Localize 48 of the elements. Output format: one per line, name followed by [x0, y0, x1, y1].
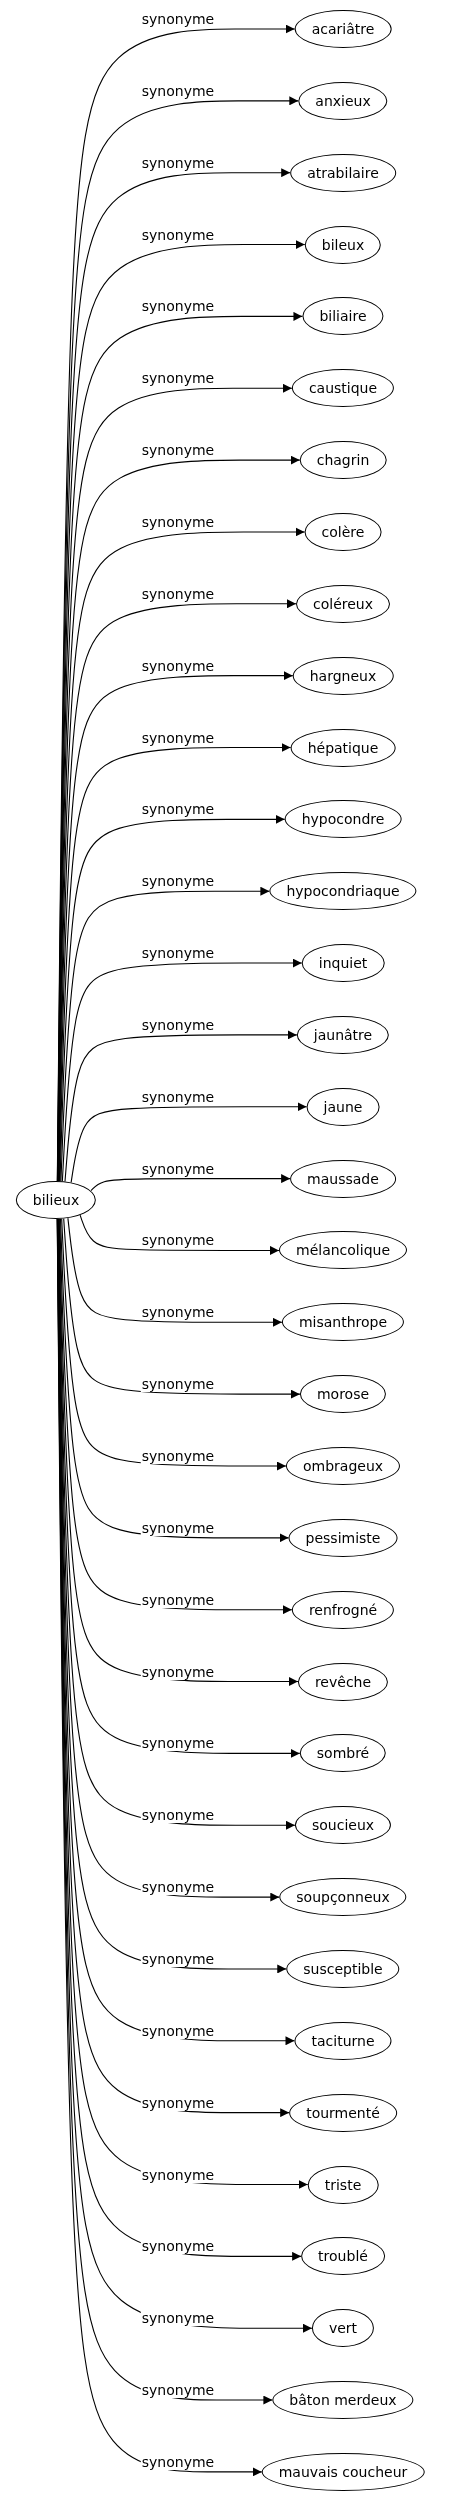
synonym-ellipse: jaune [306, 1087, 380, 1126]
synonym-ellipse: anxieux [298, 81, 388, 120]
arrow [59, 814, 286, 1182]
synonym-ellipse: hargneux [292, 656, 394, 695]
synonym-ellipse: caustique [291, 369, 395, 408]
synonym-ellipse: renfrogné [291, 1590, 395, 1629]
synonym-ellipse: colère [304, 512, 382, 551]
synonym-ellipse: mauvais coucheur [261, 2452, 425, 2491]
synonym-ellipse: misanthrope [281, 1303, 405, 1342]
synonym-ellipse: sombré [299, 1734, 387, 1773]
arrow [90, 1174, 291, 1192]
arrow [60, 886, 270, 1182]
synonym-ellipse: coléreux [296, 584, 390, 623]
synonym-ellipse: vert [311, 2309, 375, 2348]
synonym-ellipse: susceptible [286, 1949, 400, 1988]
synonym-ellipse: pessimiste [288, 1518, 398, 1557]
synonym-ellipse: maussade [290, 1159, 396, 1198]
synonym-ellipse: atrabilaire [290, 153, 396, 192]
edge-label: synonyme [140, 2310, 216, 2327]
arrow [63, 1218, 301, 1399]
synonym-ellipse: triste [307, 2165, 379, 2204]
synonym-ellipse: soucieux [294, 1806, 392, 1845]
synonym-ellipse: hypocondriaque [269, 872, 417, 911]
source-word-ellipse: bilieux [15, 1181, 97, 1219]
synonym-ellipse: revêche [297, 1662, 389, 1701]
arrow [61, 958, 303, 1182]
arrow [67, 1217, 283, 1327]
synonym-ellipse: hépatique [290, 728, 396, 767]
synonym-ellipse: morose [299, 1375, 387, 1414]
synonym-ellipse: tourmenté [289, 2093, 397, 2132]
synonym-ellipse: ombrageux [285, 1447, 401, 1485]
synonym-ellipse: soupçonneux [279, 1878, 407, 1917]
arrow [70, 1102, 308, 1183]
synonym-ellipse: taciturne [294, 2021, 392, 2060]
synonym-ellipse: biliaire [302, 297, 384, 336]
synonym-ellipse: bâton merdeux [272, 2381, 414, 2420]
arrow [61, 1218, 287, 1471]
arrow [59, 1218, 290, 1543]
synonym-ellipse: chagrin [299, 441, 387, 480]
synonym-ellipse: inquiet [301, 944, 385, 983]
arrow [79, 1214, 280, 1255]
synonym-ellipse: hypocondre [284, 800, 402, 839]
synonym-ellipse: jaunâtre [296, 1015, 390, 1054]
synonym-ellipse: mélancolique [279, 1231, 407, 1270]
synonym-ellipse: bileux [304, 225, 382, 264]
synonym-ellipse: acariâtre [294, 10, 392, 48]
arrow [64, 1030, 298, 1183]
synonym-ellipse: troublé [301, 2237, 385, 2276]
